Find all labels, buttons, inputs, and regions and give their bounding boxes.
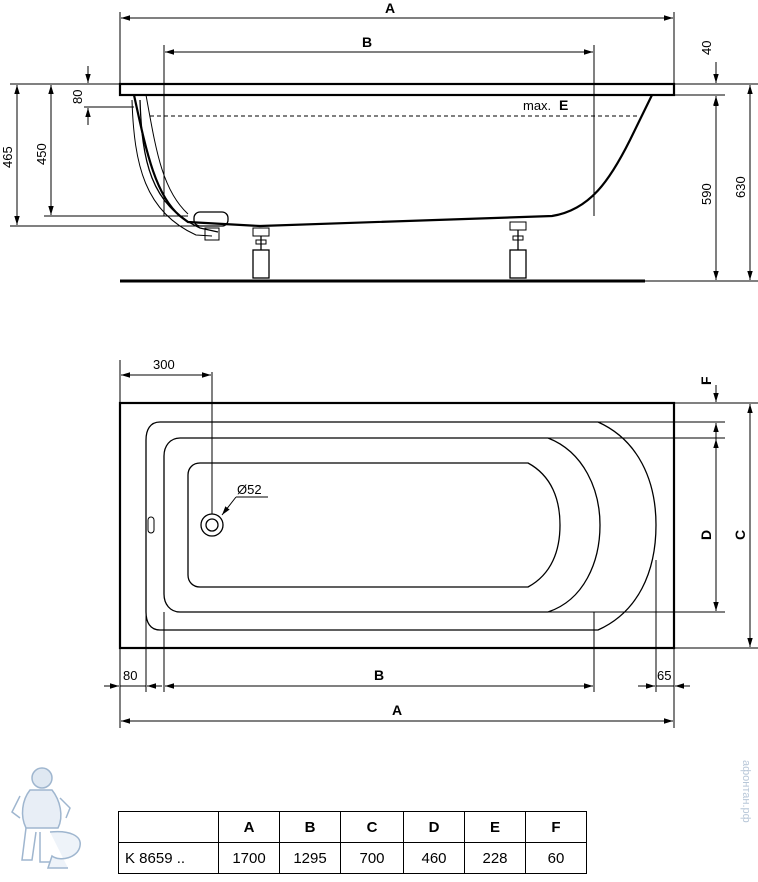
top-view: Ø52 300 F D C 80 B [104,357,758,728]
max-e-prefix: max. [523,98,551,113]
table-cell: 460 [403,842,465,874]
dim-label-630: 630 [733,176,748,198]
table-cell-model: K 8659 .. [118,842,219,874]
table-header-cell: C [340,811,404,843]
table-header-cell: D [403,811,465,843]
support-foot-left [252,227,270,279]
dim-label-a: A [385,0,395,16]
table-header-cell: A [218,811,280,843]
dim-label-b: B [362,34,372,50]
dim-label-b-top: B [374,667,384,683]
max-e-letter: E [559,97,568,113]
overflow-slot [147,516,155,534]
dim-label-40: 40 [699,41,714,55]
table-cell: 228 [464,842,526,874]
table-header-row: A B C D E F [118,811,587,843]
bathtub-rim-top [145,421,657,631]
watermark-text: афонтан.рф [740,760,752,823]
side-view: A B 40 590 630 80 465 450 max. [0,0,758,283]
support-foot-right [509,221,527,279]
drain-trap [193,211,229,227]
dim-label-c: C [732,530,748,540]
dim-label-80-side: 80 [70,90,85,104]
dim-label-465: 465 [0,146,15,168]
dim-label-65: 65 [657,668,671,683]
bathtub-outline-top [118,401,676,650]
table-header-cell: F [525,811,587,843]
drain-outer-ring [200,513,224,537]
bathtub-body [132,94,653,228]
table-header-cell: B [279,811,341,843]
table-header-cell [118,811,219,843]
dim-label-f: F [698,376,714,385]
bathtub-basin-top [163,437,601,613]
overflow-pipe-outer [131,99,213,237]
bathtub-rim [118,82,676,97]
dim-label-80-top: 80 [123,668,137,683]
table-cell: 700 [340,842,404,874]
drain-outlet [204,227,220,241]
overflow-pipe [139,99,219,233]
dim-label-450: 450 [34,143,49,165]
dim-label-a-top: A [392,702,402,718]
bathtub-inner-wall [145,94,189,215]
dimensions-table: A B C D E F K 8659 .. 1700 1295 700 460 … [118,811,587,874]
drain-diameter-label: Ø52 [237,482,262,497]
table-cell: 1295 [279,842,341,874]
table-header-cell: E [464,811,526,843]
table-row: K 8659 .. 1700 1295 700 460 228 60 [118,842,587,874]
dim-label-d: D [698,530,714,540]
table-cell: 1700 [218,842,280,874]
drain-inner-ring [205,518,219,532]
dim-label-590: 590 [699,183,714,205]
plumber-mascot-logo [11,767,81,869]
dim-label-300: 300 [153,357,175,372]
bathtub-bottom-top [187,462,561,588]
table-cell: 60 [525,842,587,874]
